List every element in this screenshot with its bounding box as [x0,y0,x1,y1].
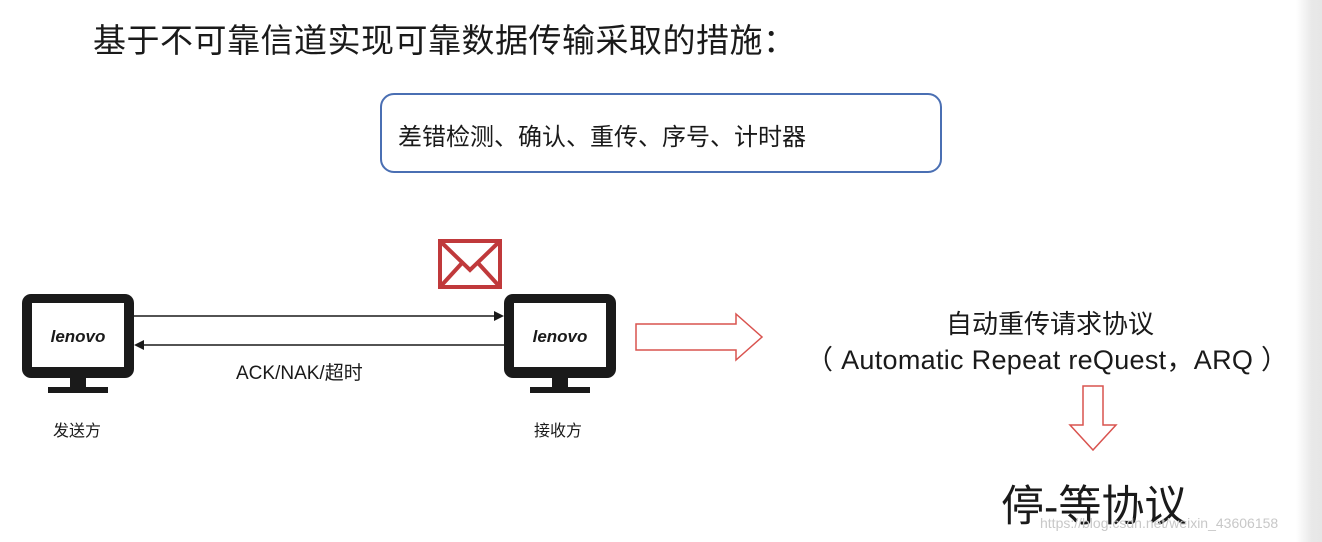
receiver-monitor-icon: lenovo [504,294,616,393]
hollow-right-arrow-icon [635,312,764,362]
ack-label: ACK/NAK/超时 [236,363,363,384]
data-arrow [134,311,504,321]
sender-label: 发送方 [53,423,102,440]
measures-text: 差错检测、确认、重传、序号、计时器 [398,124,806,151]
receiver-brand-logo: lenovo [533,327,588,346]
watermark: https://blog.csdn.net/weixin_43606158 [1040,515,1279,531]
sender-monitor-icon: lenovo [22,294,134,393]
hollow-down-arrow-icon [1068,385,1118,452]
arq-name: 自动重传请求协议 [946,309,1155,339]
page-title: 基于不可靠信道实现可靠数据传输采取的措施： [93,22,797,59]
envelope-icon [438,239,502,289]
ack-arrow [134,340,504,350]
sender-brand-logo: lenovo [51,327,106,346]
stop-and-wait-label: 停-等协议 [1001,483,1188,531]
right-edge-shade [1296,0,1322,542]
arq-full-name: （ Automatic Repeat reQuest，ARQ ） [806,345,1289,375]
measures-box: 差错检测、确认、重传、序号、计时器 [380,93,942,173]
receiver-label: 接收方 [534,423,583,440]
